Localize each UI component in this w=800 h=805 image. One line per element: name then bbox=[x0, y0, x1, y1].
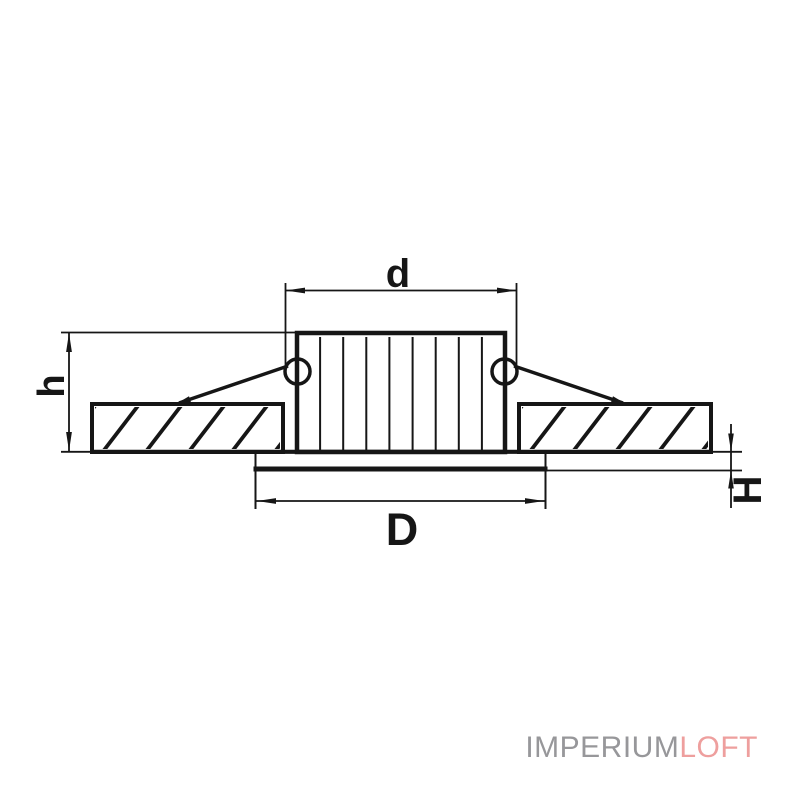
dimension-h: h bbox=[31, 331, 295, 452]
dimension-label-d: d bbox=[386, 252, 410, 296]
brand-watermark-accent: LOFT bbox=[679, 731, 758, 764]
dimension-d: d bbox=[284, 252, 518, 368]
fixture-body bbox=[294, 330, 508, 455]
dimension-label-H: H bbox=[726, 476, 770, 505]
dimension-D: D bbox=[255, 498, 546, 555]
brand-watermark-primary: IMPERIUM bbox=[525, 731, 680, 764]
spring-clip-left bbox=[175, 357, 312, 405]
hatching-right bbox=[522, 407, 708, 449]
brand-watermark: IMPERIUMLOFT bbox=[525, 731, 758, 765]
spring-clip-right bbox=[490, 357, 627, 405]
hatching-left bbox=[95, 407, 280, 449]
spring-clip-left-pivot bbox=[283, 357, 312, 386]
mounting-flange-left bbox=[90, 402, 285, 454]
dimension-label-h: h bbox=[31, 374, 73, 397]
dimension-label-D: D bbox=[386, 504, 419, 555]
spring-clip-right-tip bbox=[611, 396, 627, 405]
spring-clip-right-pivot bbox=[490, 357, 519, 386]
fixture-body-ribs bbox=[319, 337, 483, 450]
trim-bezel bbox=[253, 452, 548, 509]
mounting-flange-right bbox=[517, 402, 713, 454]
dimension-H: H bbox=[547, 424, 770, 508]
spring-clip-left-tip bbox=[175, 396, 191, 405]
